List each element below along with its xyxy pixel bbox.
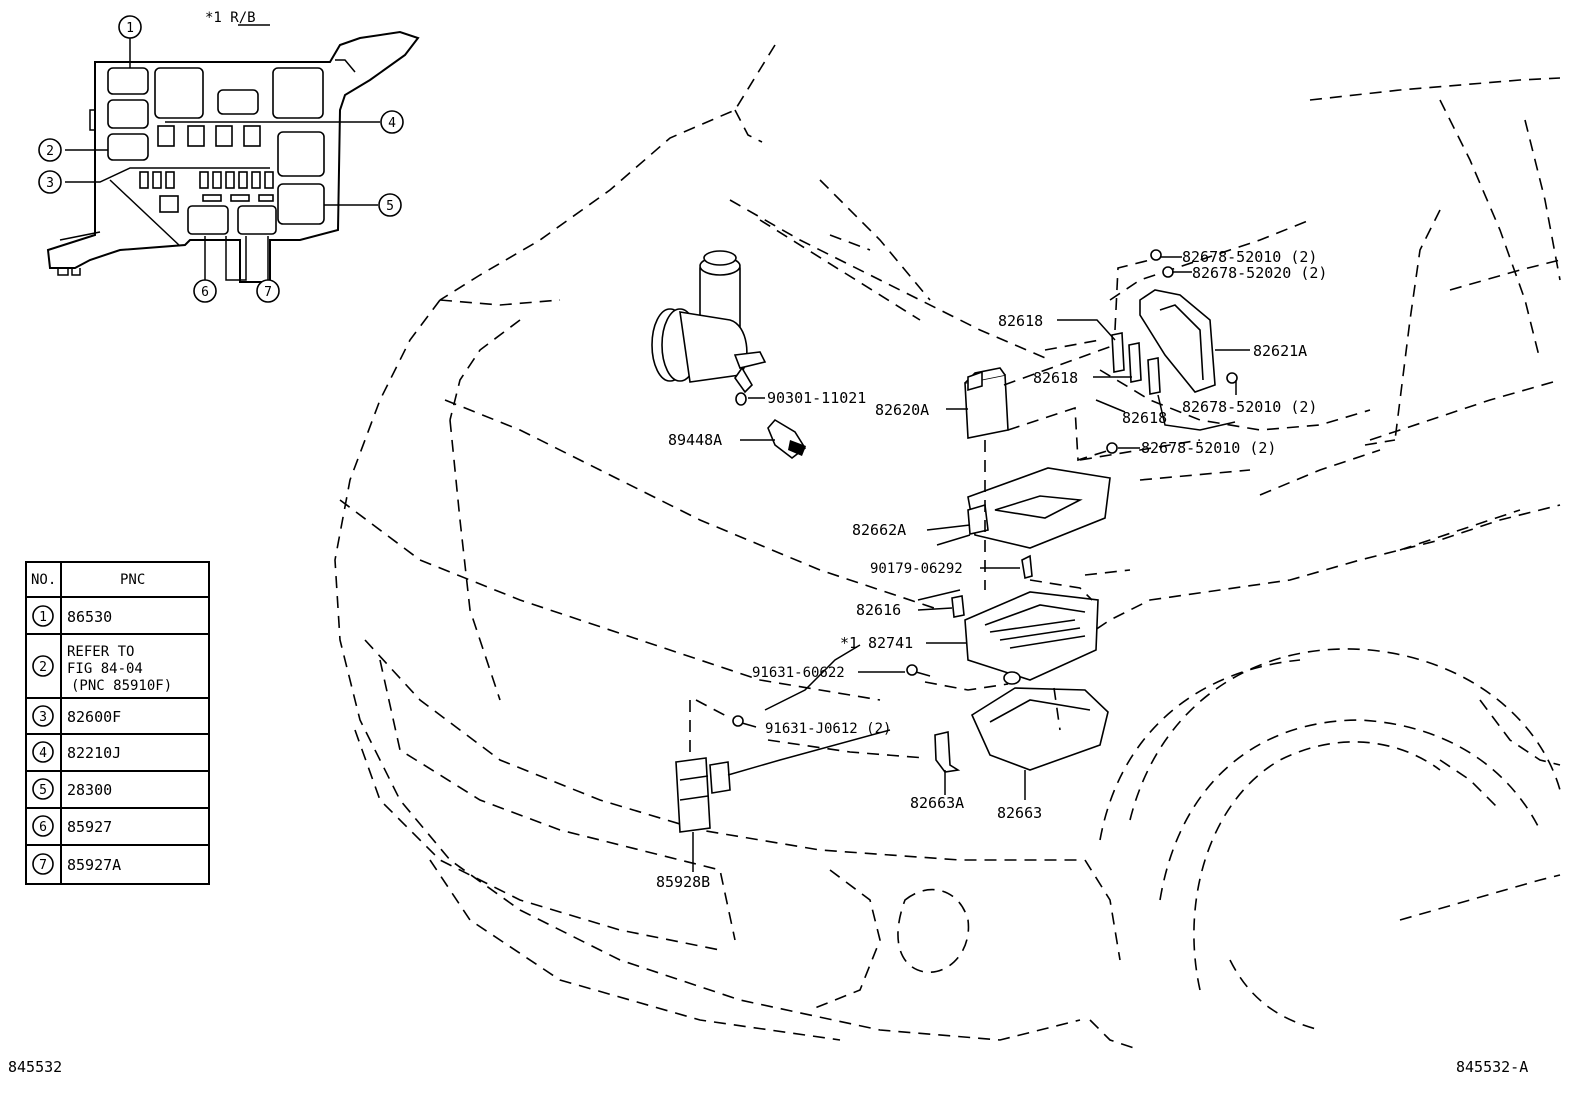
table-row-2-no: 2 [39,660,47,675]
relay-block-note: *1 R/B [205,10,256,26]
label-82618-mid: 82618 [1033,369,1078,387]
label-82678-52010-low: 82678-52010 (2) [1141,439,1276,457]
label-89448A: 89448A [668,431,722,449]
table-header-pnc: PNC [120,572,145,588]
relay-block-inset [46,30,420,283]
callout-1: 1 [118,15,142,39]
table-row-4-no: 4 [39,746,47,761]
table-row-3-no: 3 [39,710,47,725]
table-row-2-pnc-line1: REFER TO [67,644,134,660]
inset-leaders [65,37,380,280]
leader-lines [692,256,1250,872]
pressure-switch [735,392,807,460]
pnc-table: NO. PNC 1 86530 2 REFER TO FIG 84-04 (PN… [25,561,210,885]
label-82620A: 82620A [875,401,929,419]
table-row-1-pnc: 86530 [67,608,112,626]
table-row-2-pnc-line2: FIG 84-04 [67,661,143,677]
label-82678-52010-right: 82678-52010 (2) [1182,398,1317,416]
svg-text:5: 5 [386,199,394,214]
table-row-5-no: 5 [39,783,47,798]
label-82678-52010-top: 82678-52010 (2) [1182,248,1317,266]
callout-3: 3 [38,170,62,194]
label-91631-J0612: 91631-J0612 (2) [765,721,891,737]
callout-2: 2 [38,138,62,162]
vehicle-outline [334,44,1561,1051]
table-row-5-pnc: 28300 [67,781,112,799]
svg-text:4: 4 [388,116,396,131]
svg-text:7: 7 [264,285,272,300]
label-90301-11021: 90301-11021 [767,389,866,407]
label-82678-52020: 82678-52020 (2) [1192,264,1327,282]
ecu-cover [1139,289,1216,393]
label-82662A: 82662A [852,521,906,539]
label-82618-top: 82618 [998,312,1043,330]
table-header-no: NO. [31,572,56,588]
callout-4: 4 [380,110,404,134]
connection-lines [689,259,1151,760]
svg-text:1: 1 [126,21,134,36]
fuse-puller [951,595,965,618]
ecu-module [964,367,1009,439]
relay-block [964,591,1099,685]
label-82618-low: 82618 [1122,409,1167,427]
relay-block-cover [967,467,1111,549]
label-82616: 82616 [856,601,901,619]
figure-code-right: 845532-A [1456,1058,1528,1076]
table-row-4-pnc: 82210J [67,744,121,762]
callout-5: 5 [378,193,402,217]
bolts [732,249,1238,728]
bracket [934,731,961,773]
control-module [675,757,731,833]
callout-6: 6 [193,279,217,303]
figure-code-left: 845532 [8,1058,62,1076]
label-90179-06292: 90179-06292 [870,561,963,577]
clip [1021,554,1033,580]
label-82663: 82663 [997,804,1042,822]
table-row-6-no: 6 [39,820,47,835]
master-cylinder [651,250,767,394]
label-85928B: 85928B [656,873,710,891]
svg-text:2: 2 [46,144,54,159]
label-82741: 82741 [868,634,913,652]
table-row-3-pnc: 82600F [67,708,121,726]
label-82741-mark: *1 [840,634,858,652]
table-row-1-no: 1 [39,610,47,625]
table-row-7-pnc: 85927A [67,856,121,874]
table-row-2-pnc-line3: (PNC 85910F) [71,678,172,694]
lower-case [970,687,1109,771]
callout-7: 7 [256,279,280,303]
label-82621A: 82621A [1253,342,1307,360]
brackets [1111,332,1161,395]
svg-text:6: 6 [201,285,209,300]
svg-text:3: 3 [46,176,54,191]
label-91631-60622: 91631-60622 [752,665,845,681]
table-row-7-no: 7 [39,858,47,873]
label-82663A: 82663A [910,794,964,812]
table-row-6-pnc: 85927 [67,818,112,836]
